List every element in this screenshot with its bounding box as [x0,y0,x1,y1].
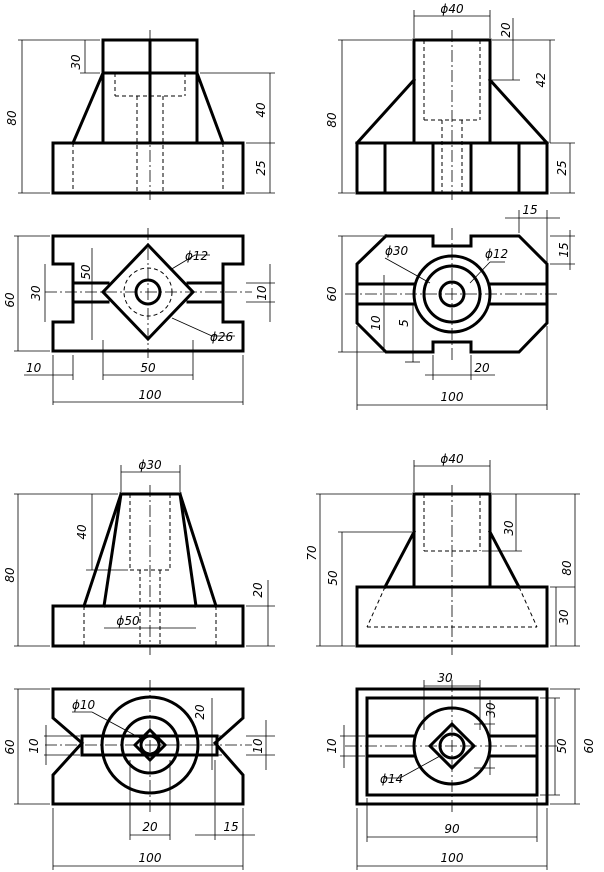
p1-top-dim-50v: 50 [79,264,93,280]
p4-top-dim-100: 100 [441,851,464,865]
part-2-top-view [338,210,575,410]
p3-front-dim-phi50: ϕ50 [116,614,140,628]
p2-front-dim-phi40: ϕ40 [440,2,464,16]
p1-front-dim-30: 30 [69,54,83,70]
p1-top-dim-10r: 10 [255,285,269,301]
p1-top-dim-10b: 10 [26,361,42,375]
p4-front-dim-70: 70 [305,545,319,561]
p3-top-dim-20b: 20 [142,820,158,834]
p2-top-dim-phi12: ϕ12 [485,247,508,261]
p2-top-dim-15t: 15 [522,203,537,217]
p4-front-dim-phi40: ϕ40 [440,452,464,466]
p4-front-dim-50: 50 [326,570,340,586]
p3-top-dim-15: 15 [223,820,238,834]
p1-front-dim-80: 80 [5,110,19,126]
p4-front-dim-80: 80 [560,560,574,576]
p3-top-dim-100: 100 [139,851,162,865]
p3-front-dim-20: 20 [251,582,265,598]
p3-front-dim-phi30: ϕ30 [138,458,162,472]
part-1-front-view [18,30,275,200]
p1-top-dim-30: 30 [29,285,43,301]
part-4-front-view [316,460,580,655]
p4-top-dim-50: 50 [555,738,569,754]
p2-front-dim-80: 80 [325,112,339,128]
p2-top-dim-60: 60 [325,286,339,302]
part-3-front-view [14,465,275,655]
p2-top-dim-10: 10 [369,315,383,331]
p3-top-dim-20r: 20 [193,704,207,720]
p2-top-dim-5: 5 [397,319,411,327]
part-4-top-view [340,680,580,870]
p3-front-dim-80: 80 [3,567,17,583]
p1-top-dim-phi26: ϕ26 [210,330,234,344]
p2-front-dim-25: 25 [555,160,569,175]
p4-top-dim-60: 60 [582,738,596,754]
p1-top-dim-phi12: ϕ12 [185,249,208,263]
p4-front-dim-30b: 30 [557,609,571,625]
p1-front-dim-40: 40 [254,102,268,118]
p2-top-dim-20: 20 [474,361,490,375]
p4-top-dim-10: 10 [325,738,339,754]
p3-top-dim-phi10: ϕ10 [72,698,96,712]
p4-top-dim-phi14: ϕ14 [380,772,403,786]
p4-front-dim-30t: 30 [502,520,516,536]
p1-top-dim-50b: 50 [140,361,156,375]
p2-top-dim-100: 100 [441,390,464,404]
p3-front-dim-40: 40 [75,524,89,540]
p4-top-dim-30r: 30 [484,702,498,718]
p3-top-dim-10l: 10 [27,738,41,754]
p2-front-dim-20: 20 [499,22,513,38]
part-3-top-view [14,680,275,870]
p1-front-dim-25: 25 [254,160,268,175]
p2-front-dim-42: 42 [534,72,548,87]
p1-top-dim-100: 100 [139,388,162,402]
p3-top-dim-60: 60 [3,739,17,755]
p1-top-dim-60: 60 [3,292,17,308]
p4-top-dim-90: 90 [444,822,460,836]
p2-top-dim-phi30: ϕ30 [385,244,409,258]
p2-top-dim-15r: 15 [557,242,571,257]
p4-top-dim-30t: 30 [437,671,453,685]
part-1-top-view [14,228,275,405]
part-2-front-view [338,10,575,200]
p3-top-dim-10r: 10 [251,738,265,754]
